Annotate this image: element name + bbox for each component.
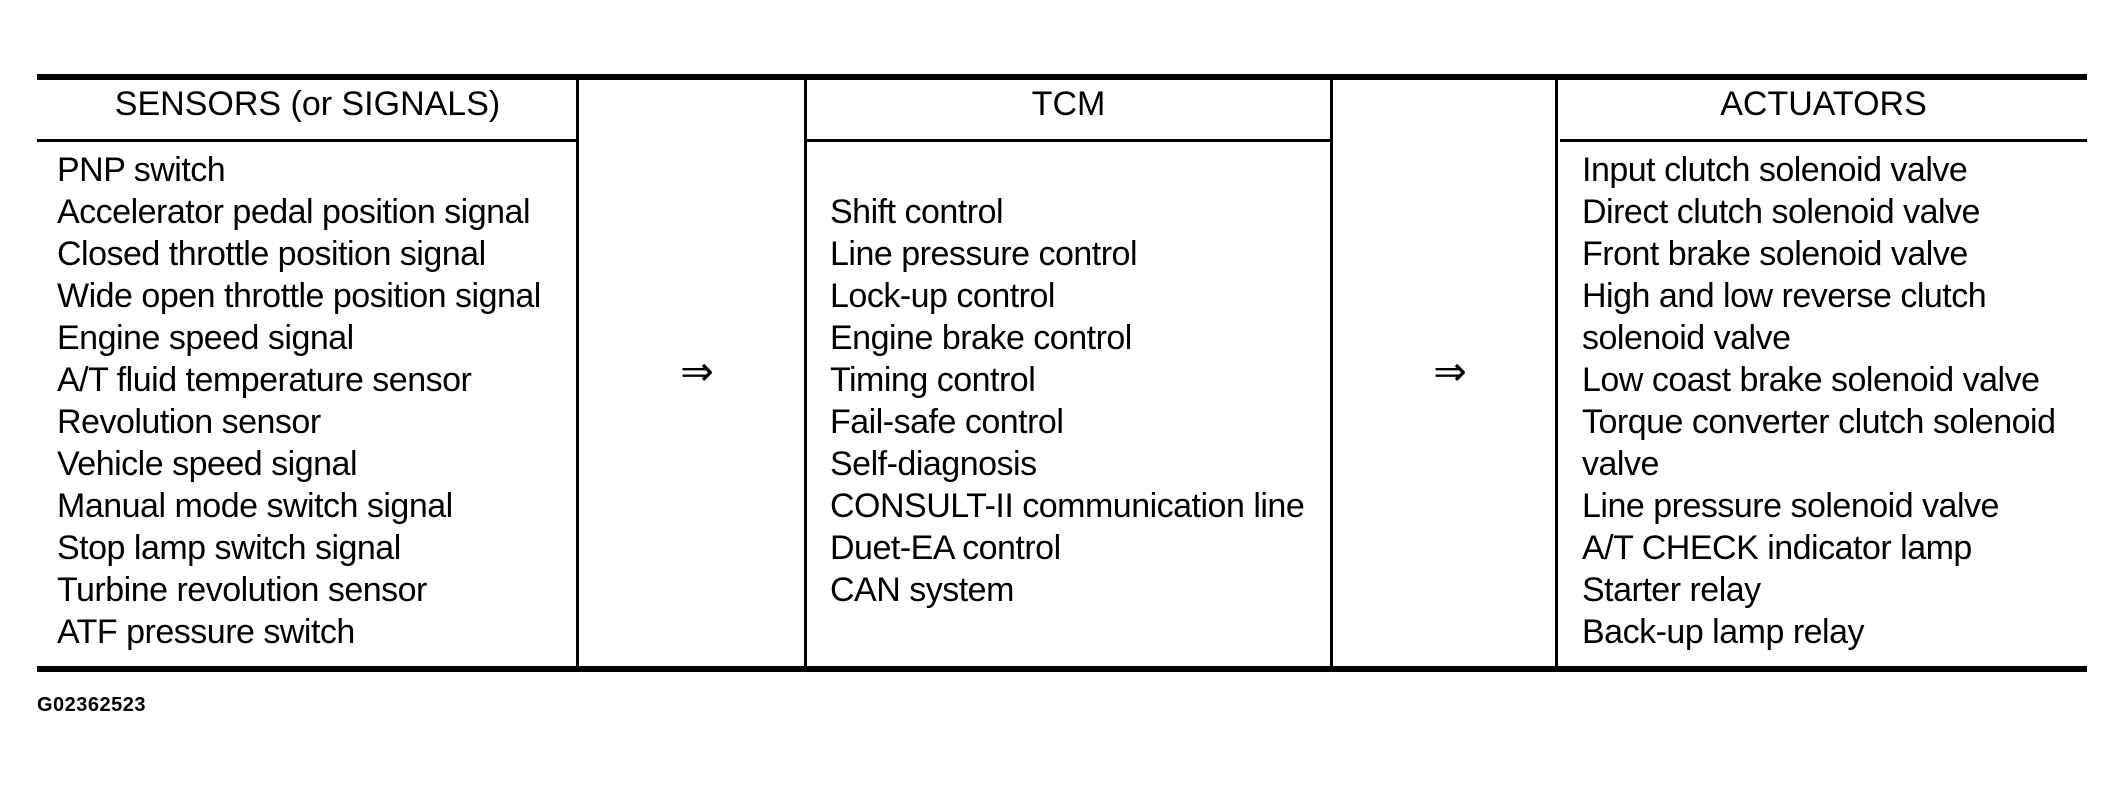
actuator-item: Input clutch solenoid valve bbox=[1582, 151, 1968, 189]
sensors-header-underline bbox=[37, 139, 578, 142]
tcm-function-item: Lock-up control bbox=[830, 277, 1055, 315]
actuator-item: High and low reverse clutch bbox=[1582, 277, 1987, 315]
sensor-item: Engine speed signal bbox=[57, 319, 354, 357]
sensor-item: ATF pressure switch bbox=[57, 613, 355, 651]
actuator-item: Low coast brake solenoid valve bbox=[1582, 361, 2040, 399]
sensor-item: Stop lamp switch signal bbox=[57, 529, 401, 567]
sensors-right-border bbox=[576, 80, 579, 666]
actuator-item: Starter relay bbox=[1582, 571, 1761, 609]
tcm-header-underline bbox=[807, 139, 1330, 142]
sensor-item: Manual mode switch signal bbox=[57, 487, 453, 525]
top-thick-rule bbox=[37, 74, 2087, 80]
sensor-item: PNP switch bbox=[57, 151, 226, 189]
sensors-header: SENSORS (or SIGNALS) bbox=[114, 85, 501, 123]
sensors-list: PNP switch Accelerator pedal position si… bbox=[57, 149, 541, 653]
sensor-item: Revolution sensor bbox=[57, 403, 321, 441]
sensor-item: Turbine revolution sensor bbox=[57, 571, 427, 609]
tcm-list: Shift control Line pressure control Lock… bbox=[830, 191, 1305, 611]
tcm-function-item: CAN system bbox=[830, 571, 1014, 609]
actuator-item: Line pressure solenoid valve bbox=[1582, 487, 1999, 525]
tcm-left-border bbox=[804, 80, 807, 666]
tcm-right-border bbox=[1330, 80, 1333, 666]
sensor-item: Accelerator pedal position signal bbox=[57, 193, 531, 231]
actuator-item-wrap: solenoid valve bbox=[1582, 319, 1791, 357]
actuators-list: Input clutch solenoid valve Direct clutc… bbox=[1582, 149, 2056, 653]
actuator-item: Back-up lamp relay bbox=[1582, 613, 1865, 651]
flow-arrow-icon: ⇒ bbox=[680, 349, 714, 395]
tcm-function-item: CONSULT-II communication line bbox=[830, 487, 1305, 525]
tcm-function-item: Self-diagnosis bbox=[830, 445, 1037, 483]
tcm-function-item: Timing control bbox=[830, 361, 1036, 399]
sensor-item: A/T fluid temperature sensor bbox=[57, 361, 472, 399]
flow-arrow-icon: ⇒ bbox=[1433, 349, 1467, 395]
figure-id: G02362523 bbox=[37, 694, 147, 716]
sensor-item: Wide open throttle position signal bbox=[57, 277, 541, 315]
actuator-item: Front brake solenoid valve bbox=[1582, 235, 1968, 273]
tcm-function-item: Fail-safe control bbox=[830, 403, 1064, 441]
actuators-left-border bbox=[1555, 80, 1558, 666]
actuator-item-wrap: valve bbox=[1582, 445, 1659, 483]
sensor-item: Closed throttle position signal bbox=[57, 235, 486, 273]
actuator-item: A/T CHECK indicator lamp bbox=[1582, 529, 1972, 567]
actuators-header: ACTUATORS bbox=[1720, 85, 1927, 123]
tcm-function-item: Shift control bbox=[830, 193, 1004, 231]
tcm-function-item: Line pressure control bbox=[830, 235, 1138, 273]
tcm-function-item: Duet-EA control bbox=[830, 529, 1061, 567]
actuator-item: Direct clutch solenoid valve bbox=[1582, 193, 1980, 231]
tcm-function-item: Engine brake control bbox=[830, 319, 1132, 357]
tcm-header: TCM bbox=[1031, 85, 1106, 123]
sensor-item: Vehicle speed signal bbox=[57, 445, 358, 483]
bottom-thick-rule bbox=[37, 666, 2087, 672]
actuator-item: Torque converter clutch solenoid bbox=[1582, 403, 2056, 441]
actuators-header-underline bbox=[1560, 139, 2087, 142]
